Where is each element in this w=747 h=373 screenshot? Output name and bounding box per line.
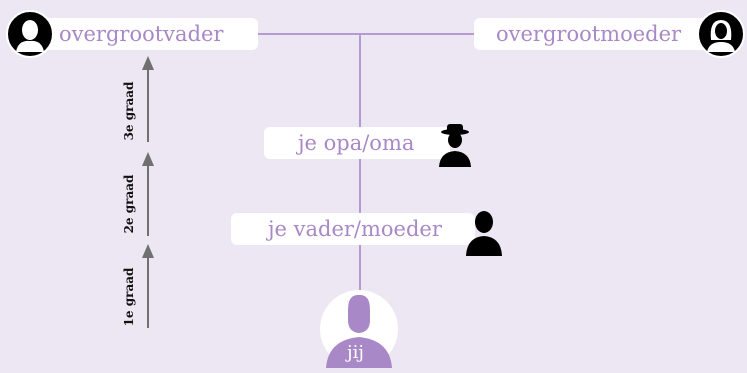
arrow-first-degree: [142, 244, 154, 328]
parent-label: je vader/moeder: [231, 213, 475, 245]
self-avatar: [320, 290, 398, 368]
arrow-third-degree: [142, 56, 154, 142]
degree-text-first: 1e graad: [122, 267, 136, 327]
man-silhouette-icon: [16, 20, 44, 52]
hat-man-silhouette-icon: [439, 124, 471, 167]
degree-label-second: 2e graad: [122, 174, 136, 234]
grandparent-label: je opa/oma: [264, 127, 450, 159]
grandparent-text: je opa/oma: [298, 131, 415, 155]
degree-text-second: 2e graad: [122, 174, 136, 234]
parent-text: je vader/moeder: [268, 217, 442, 241]
woman-silhouette-icon: [707, 20, 735, 52]
self-label: jij: [347, 342, 364, 363]
great-grandmother-text: overgrootmoeder: [496, 22, 682, 46]
degree-text-third: 3e graad: [122, 81, 136, 141]
great-grandfather-avatar: [6, 10, 54, 58]
great-grandfather-label: overgrootvader: [30, 18, 258, 50]
arrow-second-degree: [142, 152, 154, 236]
great-grandmother-label: overgrootmoeder: [474, 18, 716, 50]
great-grandmother-avatar: [697, 10, 745, 58]
degree-label-first: 1e graad: [122, 267, 136, 327]
person-silhouette-icon: [326, 294, 392, 368]
man-silhouette-icon: [466, 211, 502, 256]
great-grandfather-text: overgrootvader: [59, 22, 224, 46]
degree-label-third: 3e graad: [122, 81, 136, 141]
